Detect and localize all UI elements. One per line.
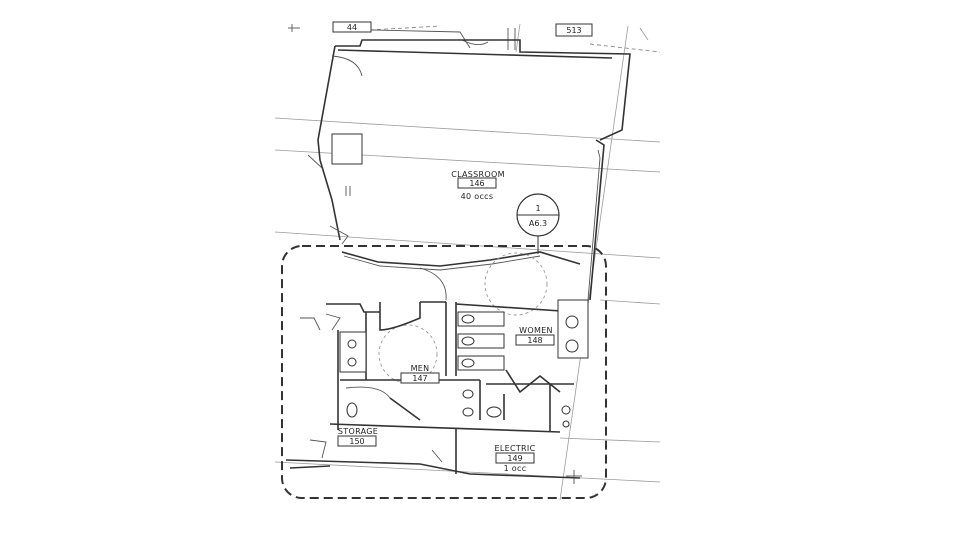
floor-drain-icon xyxy=(561,405,571,415)
restroom-core-walls xyxy=(285,267,581,479)
section-number: 1 xyxy=(535,204,540,213)
sink-icon xyxy=(347,339,357,349)
turning-circle-men xyxy=(378,324,438,384)
classroom-number: 146 xyxy=(469,179,484,188)
urinal-icon xyxy=(462,407,474,417)
toilet-icon xyxy=(461,314,475,324)
electric-number: 149 xyxy=(507,454,522,463)
floor-drain-icon xyxy=(562,420,570,428)
electric-occupancy: 1 occ xyxy=(504,464,527,473)
fixtures xyxy=(339,299,589,428)
sink-icon xyxy=(565,315,579,329)
men-name: MEN xyxy=(411,364,430,373)
toilet-icon xyxy=(461,358,475,368)
top-left-tag-text: 44 xyxy=(347,23,357,32)
urinal-icon xyxy=(462,389,474,399)
sink-icon xyxy=(565,339,579,353)
men-label: MEN 147 xyxy=(400,364,440,384)
toilet-icon xyxy=(346,402,358,418)
toilet-icon xyxy=(461,336,475,346)
classroom-walls xyxy=(307,39,631,301)
women-name: WOMEN xyxy=(519,326,553,335)
electric-label: ELECTRIC 149 1 occ xyxy=(495,444,536,473)
sink-icon xyxy=(347,357,357,367)
toilet-icon xyxy=(486,406,502,418)
women-label: WOMEN 148 xyxy=(515,326,555,346)
classroom-label: CLASSROOM 146 40 occs xyxy=(451,170,505,201)
top-left-tag: 44 xyxy=(332,21,372,33)
storage-name: STORAGE xyxy=(338,427,378,436)
classroom-name: CLASSROOM xyxy=(451,170,505,179)
storage-label: STORAGE 150 xyxy=(337,427,378,447)
section-sheet: A6.3 xyxy=(529,219,547,228)
turning-circle-women xyxy=(484,252,548,316)
classroom-occupancy: 40 occs xyxy=(461,192,494,201)
enlarged-plan-boundary xyxy=(281,245,607,499)
top-right-tag-text: 513 xyxy=(566,26,581,35)
top-right-tag: 513 xyxy=(555,23,593,37)
storage-number: 150 xyxy=(349,437,364,446)
section-marker: 1 A6.3 xyxy=(516,193,560,254)
men-number: 147 xyxy=(412,374,427,383)
electric-name: ELECTRIC xyxy=(495,444,536,453)
women-number: 148 xyxy=(527,336,542,345)
cabinet xyxy=(331,133,363,165)
